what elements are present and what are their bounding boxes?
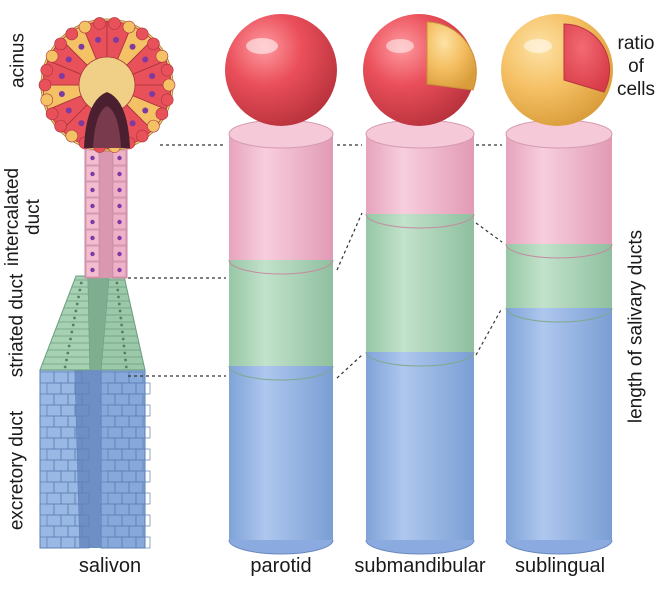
length-of-ducts-label: length of salivary ducts bbox=[626, 217, 647, 437]
sublingual-acinus-sphere bbox=[501, 14, 613, 126]
ratio-of-cells-label: ratio of cells bbox=[606, 32, 666, 101]
intercalated-label-line1: intercalated bbox=[2, 152, 23, 282]
parotid-label: parotid bbox=[226, 555, 336, 578]
submandibular-label: submandibular bbox=[340, 555, 500, 578]
parotid-column bbox=[225, 14, 337, 554]
ratio-label-line3: cells bbox=[606, 78, 666, 101]
salivon-label: salivon bbox=[55, 555, 165, 578]
salivon-illustration bbox=[39, 17, 175, 548]
acinus-label: acinus bbox=[8, 26, 29, 96]
ratio-label-line2: of bbox=[606, 55, 666, 78]
striated-duct-label: striated duct bbox=[7, 266, 28, 386]
sublingual-label: sublingual bbox=[505, 555, 615, 578]
submandibular-column bbox=[363, 14, 476, 554]
acinus-cluster bbox=[39, 17, 175, 152]
excretory-duct-label: excretory duct bbox=[7, 401, 28, 541]
parotid-acinus-sphere bbox=[225, 14, 337, 126]
ratio-label-line1: ratio bbox=[606, 32, 666, 55]
submandibular-acinus-sphere bbox=[363, 14, 476, 126]
sublingual-column bbox=[501, 14, 613, 554]
intercalated-duct-label: intercalated duct bbox=[2, 152, 46, 282]
intercalated-label-line2: duct bbox=[23, 152, 44, 282]
